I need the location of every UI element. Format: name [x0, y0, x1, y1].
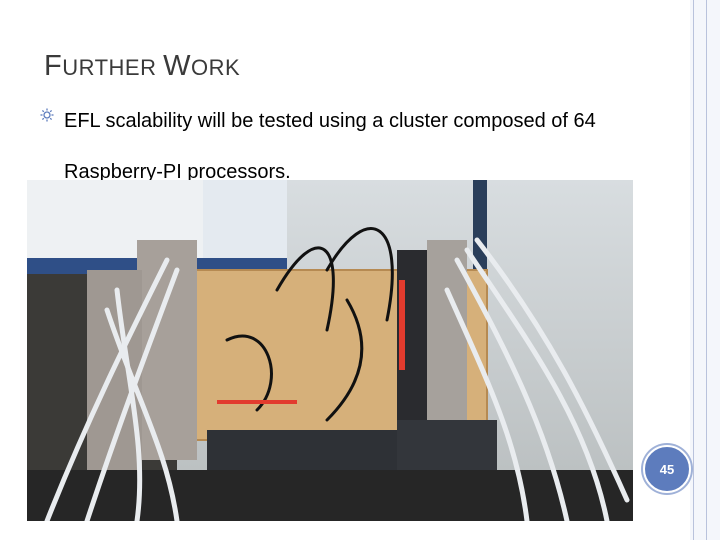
sun-bullet-icon [40, 108, 54, 122]
slide-title: FURTHER WORK [44, 50, 241, 82]
slide-number-badge: 45 [643, 445, 691, 493]
bullet-text: EFL scalability will be tested using a c… [64, 110, 596, 183]
right-decor-band [690, 0, 720, 540]
cluster-photo [27, 180, 633, 521]
decor-line-right [706, 0, 707, 540]
decor-line-left [693, 0, 694, 540]
